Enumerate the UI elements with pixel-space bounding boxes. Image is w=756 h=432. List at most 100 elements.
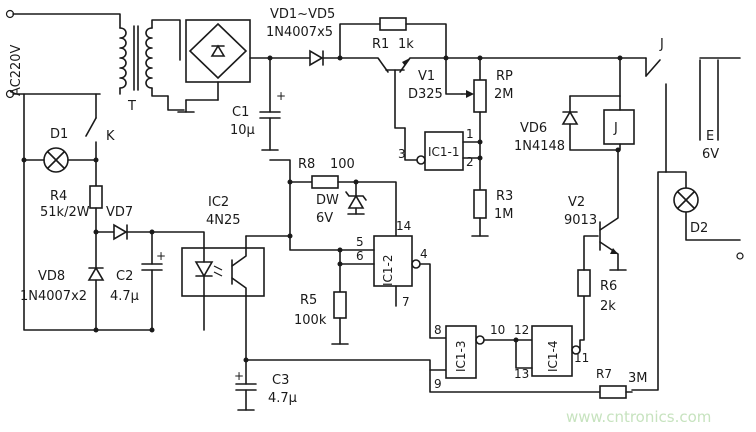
gate-ic1-2-label: IC1-2 [381, 254, 395, 286]
bridge-part: 1N4007x5 [266, 25, 333, 40]
transformer-t: T [119, 19, 181, 114]
resistor-r4-label: R4 [50, 189, 67, 204]
wire-to-pin9 [245, 359, 447, 371]
pin-3-label: 3 [398, 147, 406, 161]
zener-dw-label: DW [316, 193, 339, 208]
pin-1-label: 1 [466, 127, 474, 141]
optocoupler-ic2-part: 4N25 [206, 213, 241, 228]
capacitor-c2: + C2 4.7μ [110, 231, 166, 333]
relay-switch-j: J [645, 37, 667, 173]
switch-k: K [85, 93, 115, 187]
resistor-r6: R6 2k [577, 235, 617, 314]
diode-vd8-label: VD8 [38, 269, 65, 284]
pin-5-label: 5 [356, 235, 364, 249]
lamp-d2-label: D2 [690, 221, 708, 236]
resistor-r4: R4 51k/2W [40, 185, 103, 233]
lamp-d1: D1 [21, 127, 99, 173]
capacitor-c1: + C1 10μ [230, 57, 286, 151]
gate-ic1-3-label: IC1-3 [454, 340, 468, 372]
resistor-r3-value: 1M [494, 207, 514, 222]
pin-13-label: 13 [514, 367, 529, 381]
pin-10-label: 10 [490, 323, 505, 337]
pin-2-label: 2 [466, 155, 474, 169]
capacitor-c1-label: C1 [232, 105, 249, 120]
capacitor-c2-value: 4.7μ [110, 289, 139, 304]
watermark-text: www.cntronics.com [566, 408, 711, 426]
bridge-label: VD1~VD5 [270, 7, 335, 22]
resistor-r8-value: 100 [330, 157, 355, 172]
resistor-r6-label: R6 [600, 279, 617, 294]
ac-input: AC220V [5, 9, 151, 331]
pin-9-label: 9 [434, 377, 442, 391]
capacitor-c3-value: 4.7μ [268, 391, 297, 406]
transistor-v2: V2 9013 [564, 149, 627, 271]
pin-12-label: 12 [514, 323, 529, 337]
resistor-r5-value: 100k [294, 313, 327, 328]
capacitor-c1-value: 10μ [230, 123, 255, 138]
transistor-v1-part: D325 [408, 87, 443, 102]
resistor-r1-label: R1 [372, 37, 389, 52]
potentiometer-rp: RP 2M [445, 57, 514, 191]
resistor-r7-label: R7 [596, 367, 612, 381]
diode-vd6-part: 1N4148 [514, 139, 565, 154]
battery-e-label: E [706, 129, 714, 144]
resistor-r5: R5 100k [294, 263, 349, 345]
pin-11-label: 11 [574, 351, 589, 365]
zener-dw: DW 6V [316, 179, 367, 226]
resistor-r8-label: R8 [298, 157, 315, 172]
capacitor-c1-plus: + [276, 89, 286, 103]
gate-ic1-2: IC1-2 5 6 4 7 [289, 235, 447, 339]
switch-k-label: K [106, 129, 115, 144]
battery-e: E 6V [699, 57, 741, 162]
gate-ic1-1-label: IC1-1 [428, 145, 460, 159]
diode-vd8: VD8 1N4007x2 [20, 231, 105, 333]
potentiometer-rp-label: RP [496, 69, 513, 84]
resistor-r1-value: 1k [398, 37, 414, 52]
resistor-r3-label: R3 [496, 189, 513, 204]
lamp-d1-label: D1 [50, 127, 68, 142]
resistor-r1: R1 1k [339, 17, 447, 59]
diode-vd5 [269, 49, 343, 67]
diode-vd7-label: VD7 [106, 205, 133, 220]
transistor-v2-part: 9013 [564, 213, 597, 228]
pin-8-label: 8 [434, 323, 442, 337]
pin-7-label: 7 [402, 295, 410, 309]
gate-ic1-1: IC1-1 1 2 3 [398, 127, 483, 171]
bridge-rectifier: VD1~VD5 1N4007x5 [167, 7, 335, 113]
optocoupler-ic2: IC2 4N25 [151, 195, 265, 331]
resistor-r4-value: 51k/2W [40, 205, 90, 220]
zener-dw-value: 6V [316, 211, 333, 226]
battery-e-value: 6V [702, 147, 719, 162]
capacitor-c3: + C3 4.7μ [234, 359, 297, 411]
resistor-r8: R8 100 [287, 157, 397, 239]
relay-coil-j-label: J [613, 121, 618, 136]
resistor-r7: R7 3M [429, 367, 648, 399]
gate-ic1-3: IC1-3 8 9 10 [434, 323, 533, 391]
lamp-d2: D2 [631, 171, 744, 391]
resistor-r7-value: 3M [628, 371, 648, 386]
pin-6-label: 6 [356, 249, 364, 263]
wire-14 [269, 159, 291, 183]
optocoupler-ic2-label: IC2 [208, 195, 229, 210]
diode-vd7: VD7 [93, 205, 155, 241]
pin-4-label: 4 [420, 247, 428, 261]
diode-vd6: VD6 1N4148 [514, 95, 621, 154]
transistor-v1: V1 D325 [339, 55, 449, 129]
resistor-r3: R3 1M [471, 189, 514, 237]
potentiometer-rp-value: 2M [494, 87, 514, 102]
transistor-v2-label: V2 [568, 195, 585, 210]
relay-switch-j-label: J [659, 37, 664, 52]
diode-vd6-label: VD6 [520, 121, 547, 136]
resistor-r5-label: R5 [300, 293, 317, 308]
resistor-r6-value: 2k [600, 299, 616, 314]
gate-ic1-4: IC1-4 12 13 11 [513, 295, 589, 381]
capacitor-c3-plus: + [234, 369, 244, 383]
transformer-label: T [127, 99, 136, 114]
transistor-v1-label: V1 [418, 69, 435, 84]
diode-vd8-part: 1N4007x2 [20, 289, 87, 304]
capacitor-c2-plus: + [156, 249, 166, 263]
ac-input-label: AC220V [9, 44, 24, 96]
relay-coil-j: J [603, 95, 635, 151]
pin-14-label: 14 [396, 219, 411, 233]
